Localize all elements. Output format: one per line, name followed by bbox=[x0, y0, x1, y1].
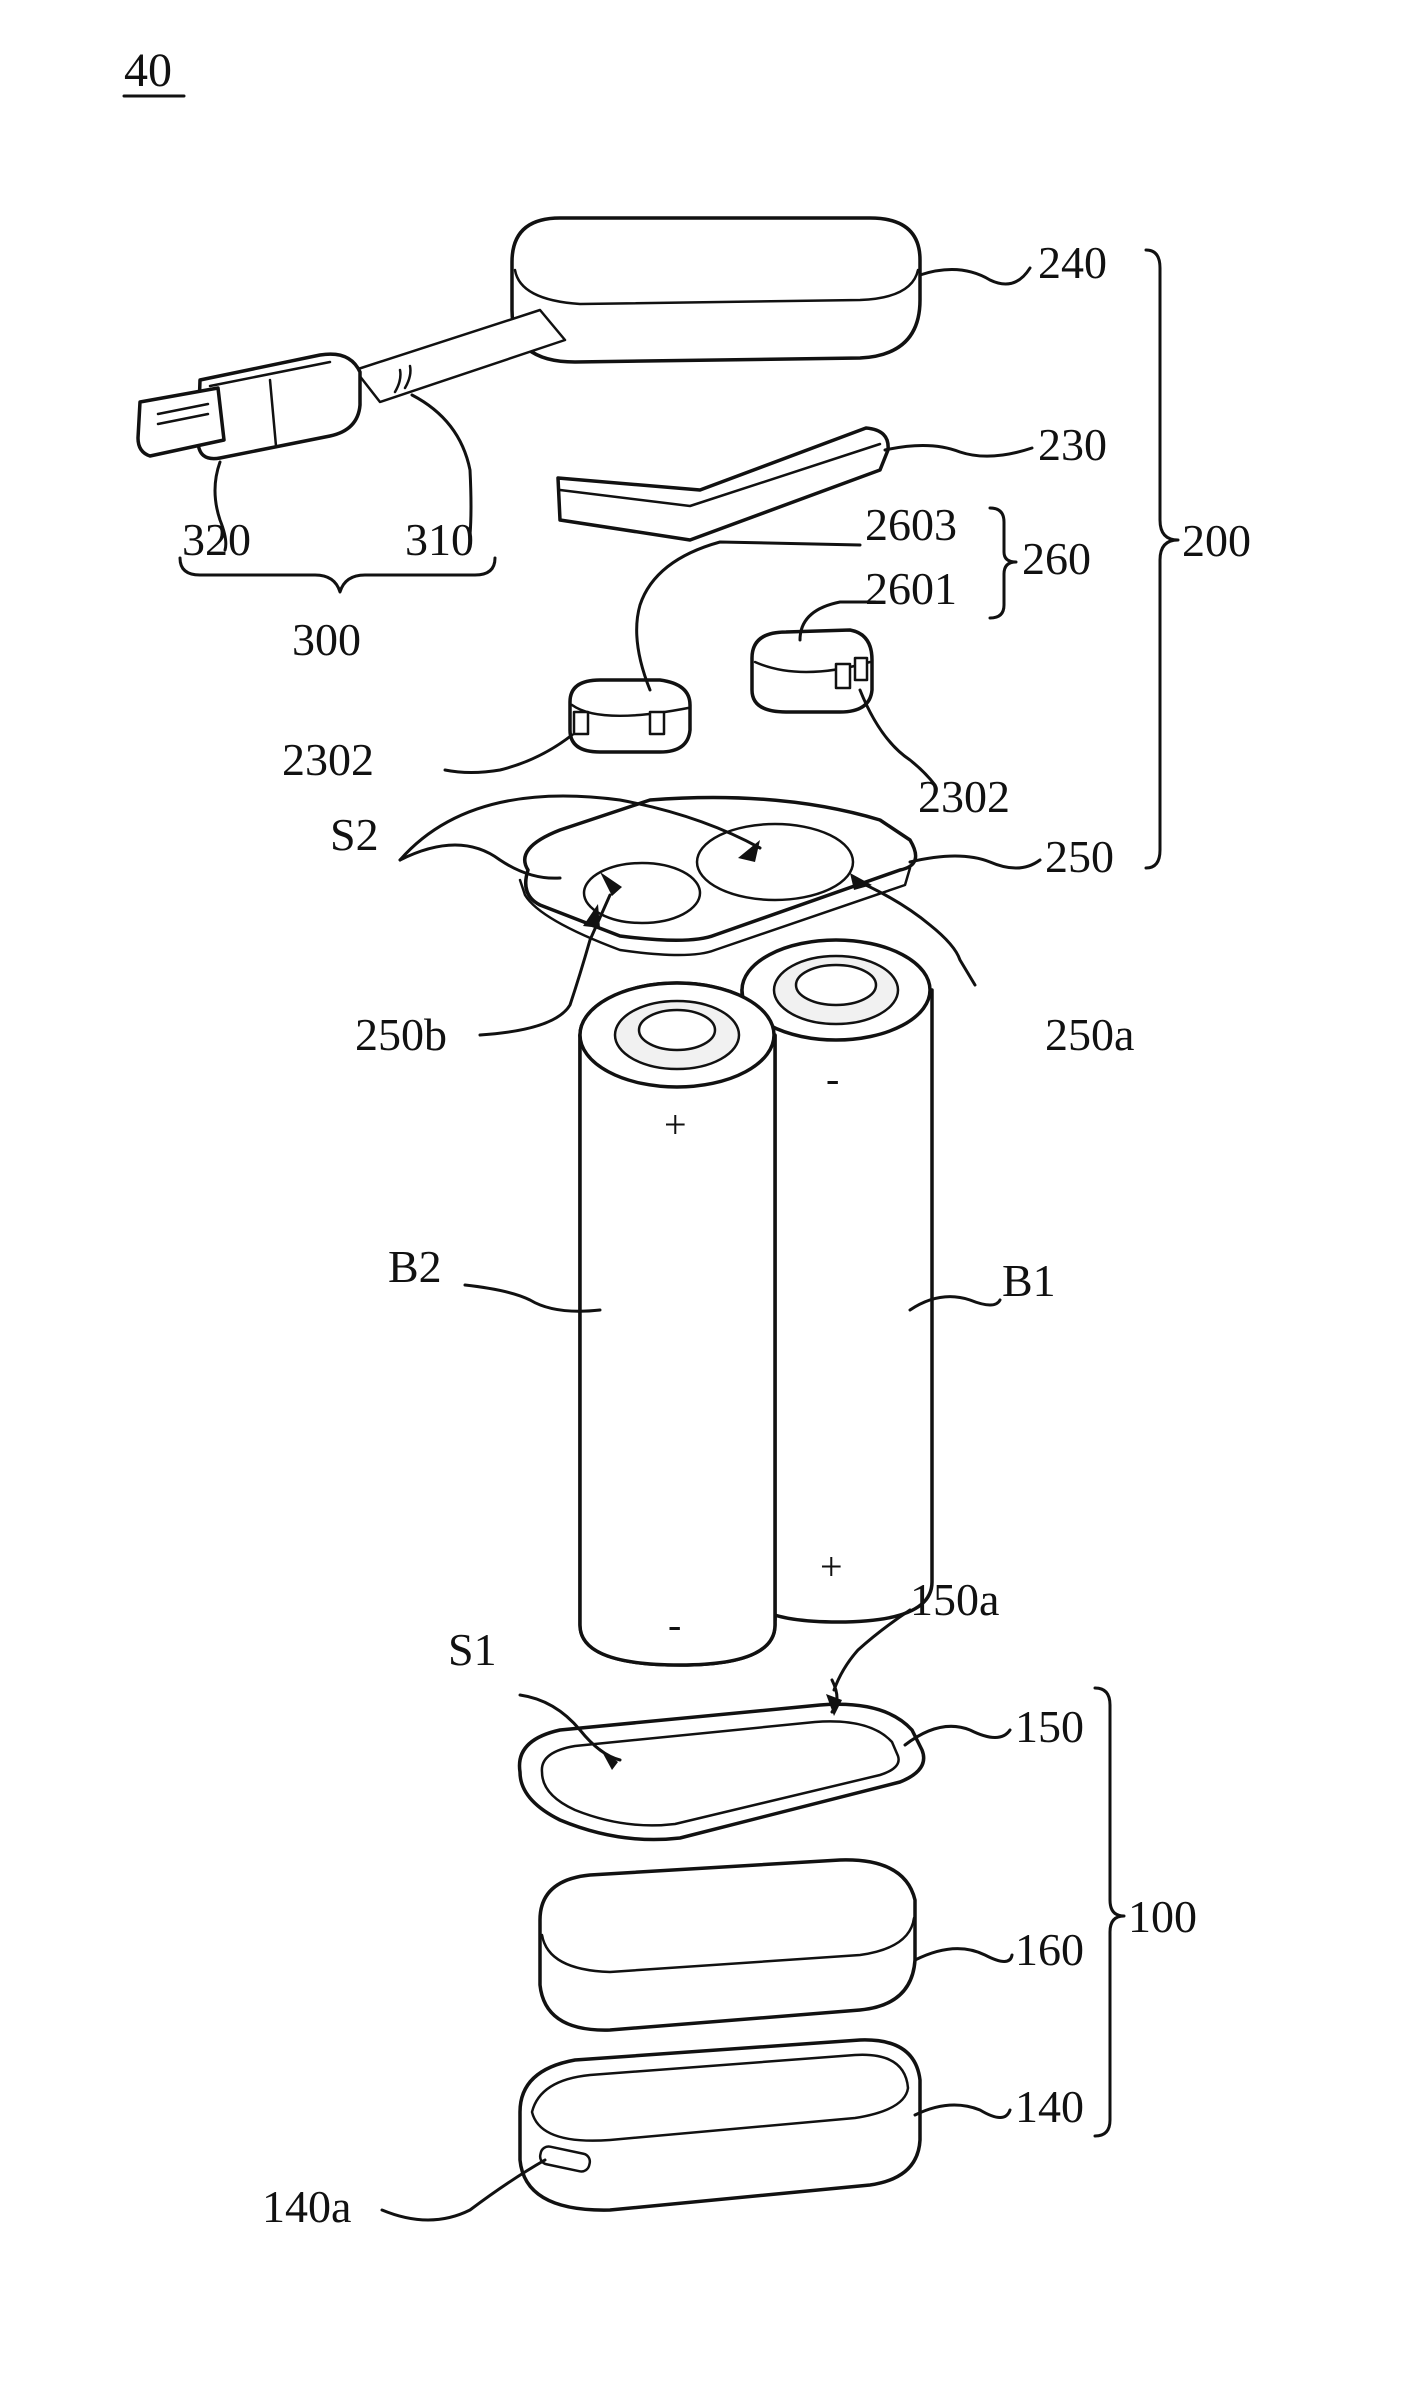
label-100: 100 bbox=[1128, 1891, 1197, 1942]
brace-100 bbox=[1095, 1688, 1124, 2136]
label-S2: S2 bbox=[330, 809, 379, 860]
cap-160 bbox=[540, 1860, 915, 2030]
electrode-2603 bbox=[570, 680, 690, 752]
label-150: 150 bbox=[1015, 1701, 1084, 1752]
label-S1: S1 bbox=[448, 1624, 497, 1675]
label-300: 300 bbox=[292, 614, 361, 665]
label-250a: 250a bbox=[1045, 1009, 1134, 1060]
b2-top-polarity: + bbox=[664, 1102, 687, 1147]
battery-b2-front bbox=[580, 983, 775, 1665]
label-250: 250 bbox=[1045, 831, 1114, 882]
label-2302-right: 2302 bbox=[918, 771, 1010, 822]
label-160: 160 bbox=[1015, 1924, 1084, 1975]
b1-bottom-polarity: + bbox=[820, 1544, 843, 1589]
gasket-150 bbox=[520, 1704, 924, 1839]
brace-260 bbox=[990, 508, 1016, 618]
label-200: 200 bbox=[1182, 515, 1251, 566]
label-2603: 2603 bbox=[865, 499, 957, 550]
bottom-shell-140 bbox=[520, 2040, 920, 2210]
top-cover-240 bbox=[512, 218, 920, 362]
label-B1: B1 bbox=[1002, 1255, 1056, 1306]
label-240: 240 bbox=[1038, 237, 1107, 288]
label-230: 230 bbox=[1038, 419, 1107, 470]
label-150a: 150a bbox=[910, 1574, 999, 1625]
label-320: 320 bbox=[182, 514, 251, 565]
insulating-plate-250 bbox=[520, 798, 916, 956]
b2-bottom-polarity: - bbox=[668, 1602, 681, 1647]
b1-top-polarity: - bbox=[826, 1056, 839, 1101]
label-B2: B2 bbox=[388, 1241, 442, 1292]
label-250b: 250b bbox=[355, 1009, 447, 1060]
label-260: 260 bbox=[1022, 533, 1091, 584]
label-310: 310 bbox=[405, 514, 474, 565]
brace-200 bbox=[1146, 250, 1178, 868]
figure-number-text: 40 bbox=[124, 44, 172, 97]
label-2601: 2601 bbox=[865, 563, 957, 614]
label-2302-left: 2302 bbox=[282, 734, 374, 785]
label-140a: 140a bbox=[262, 2181, 351, 2232]
label-140: 140 bbox=[1015, 2081, 1084, 2132]
electrode-2601 bbox=[752, 630, 872, 712]
cable-assembly-300 bbox=[138, 310, 565, 459]
figure-number: 40 bbox=[124, 44, 184, 97]
circuit-board-230 bbox=[558, 428, 888, 540]
